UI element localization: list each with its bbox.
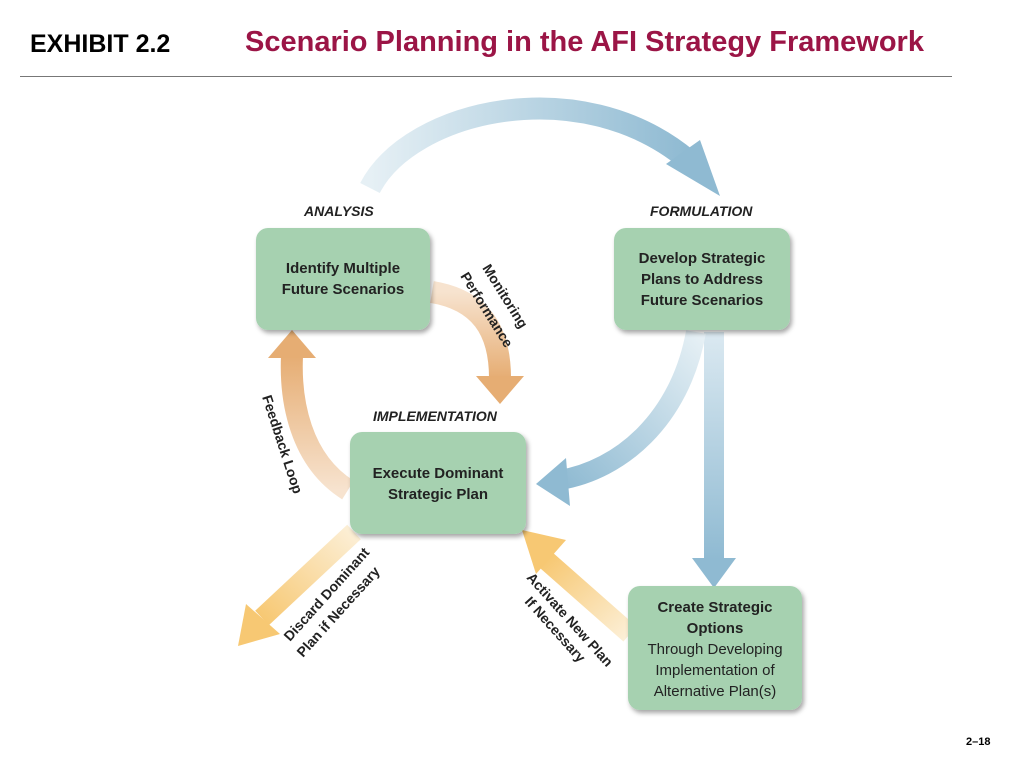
box-identify-line2: Future Scenarios — [282, 281, 405, 298]
box-execute-plan: Execute Dominant Strategic Plan — [350, 432, 526, 534]
monitoring-performance-arrow — [429, 281, 524, 404]
analysis-to-formulation-arrow — [360, 97, 720, 196]
page-title: Scenario Planning in the AFI Strategy Fr… — [245, 26, 924, 58]
activate-plan-arrow — [522, 530, 637, 642]
box-develop-line2: Plans to Address — [641, 271, 763, 288]
box-execute-line2: Strategic Plan — [388, 486, 488, 503]
box-identify-scenarios: Identify Multiple Future Scenarios — [256, 228, 430, 330]
box-develop-line1: Develop Strategic — [639, 250, 766, 267]
discard-plan-arrow — [238, 524, 361, 646]
header-divider — [20, 76, 952, 77]
formulation-to-options-arrow — [692, 332, 736, 588]
page-number: 2–18 — [966, 736, 991, 748]
box-create-line1: Create Strategic — [657, 599, 772, 616]
box-develop-line3: Future Scenarios — [641, 292, 764, 309]
stage-formulation: FORMULATION — [650, 203, 753, 219]
box-execute-line1: Execute Dominant — [373, 465, 504, 482]
stage-analysis: ANALYSIS — [303, 203, 374, 219]
feedback-loop-arrow — [268, 330, 355, 500]
box-create-line2: Options — [687, 620, 744, 637]
formulation-to-execute-arrow — [536, 330, 706, 506]
stage-implementation: IMPLEMENTATION — [373, 408, 498, 424]
box-create-line4: Implementation of — [655, 662, 775, 679]
box-create-line3: Through Developing — [647, 641, 782, 658]
exhibit-label: EXHIBIT 2.2 — [30, 30, 171, 58]
box-create-options: Create Strategic Options Through Develop… — [628, 586, 802, 710]
box-develop-plans: Develop Strategic Plans to Address Futur… — [614, 228, 790, 330]
box-identify-line1: Identify Multiple — [286, 260, 400, 277]
box-create-line5: Alternative Plan(s) — [654, 683, 777, 700]
